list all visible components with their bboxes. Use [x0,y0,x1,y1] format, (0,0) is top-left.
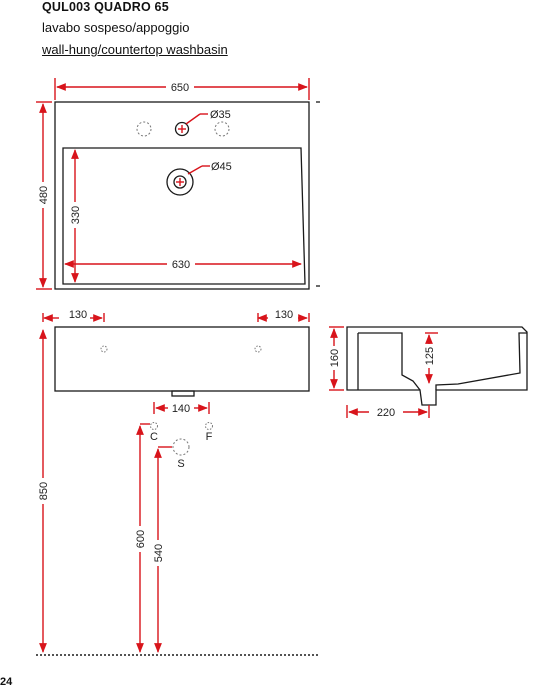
width-dimension-label: 650 [171,82,189,94]
tap-hole-diameter-label: Ø35 [210,109,231,121]
inner-height-dimension-label: 330 [70,206,82,224]
drain-point-icon [172,438,190,456]
front-view: 130 130 140 C F S 850 600 540 [36,309,318,656]
hot-label: F [206,431,213,443]
page-number-fragment: 24 [0,676,13,688]
pipe-height-s-label: 540 [153,544,165,562]
description-italian: lavabo sospeso/appoggio [42,20,190,35]
drain-pipe-stub [171,390,195,397]
side-view: 160 125 220 [327,326,528,419]
depth-label: 220 [377,407,395,419]
cold-label: C [150,431,158,443]
cold-water-point-icon [150,422,158,430]
product-code-title: QUL003 QUADRO 65 [42,0,169,14]
pipe-height-cf-label: 600 [135,530,147,548]
drain-label: S [177,458,184,470]
description-english: wall-hung/countertop washbasin [42,42,228,57]
side-right-dimension-label: 130 [275,309,293,321]
side-left-dimension-label: 130 [69,309,87,321]
top-view: Ø35 Ø45 650 480 330 630 [36,78,320,290]
tap-hole-right-icon [214,121,230,137]
inner-width-dimension-label: 630 [172,259,190,271]
hot-water-point-icon [205,422,213,430]
basin-bowl-outline [62,147,306,285]
drain-diameter-label: Ø45 [211,161,232,173]
basin-outer-outline [54,101,310,290]
drain-inner-icon [173,175,187,189]
side-outer-outline [346,326,528,406]
tap-hole-left-icon [136,121,152,137]
pipe-spacing-label: 140 [172,403,190,415]
thickness-label: 160 [329,349,341,367]
basin-front-outline [54,326,310,392]
bowl-depth-label: 125 [424,347,436,365]
drain-outer-icon [166,168,194,196]
side-inner-right [435,332,527,390]
mount-height-label: 850 [38,482,50,500]
side-inner-left [358,332,421,391]
tap-hole-center-icon [174,121,190,137]
height-dimension-label: 480 [38,186,50,204]
